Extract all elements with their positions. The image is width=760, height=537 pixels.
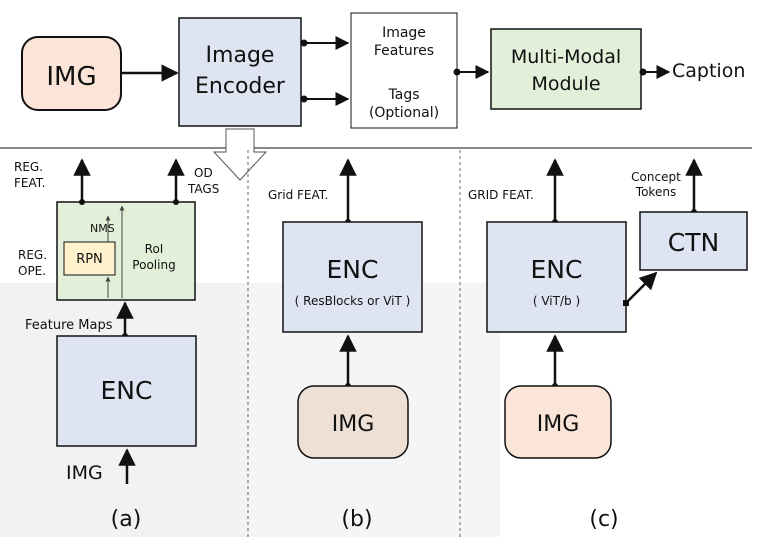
roi-line1: RoI [145,242,164,256]
concept-tokens-line1: Concept [631,170,681,184]
panel-b-caption: (b) [341,507,372,532]
reg-feat-line2: FEAT. [14,176,45,190]
enc-c-label: ENC [531,255,583,284]
image-encoder-line1: Image [206,43,275,68]
rpn-label: RPN [76,252,103,267]
img-c-box [504,385,612,459]
img-c-label: IMG [537,412,580,437]
enc-c-sublabel: ( ViT/b ) [533,294,580,308]
image-encoder-line2: Encoder [195,74,286,99]
grid-feat-b-label: Grid FEAT. [268,188,328,202]
caption-label: Caption [672,60,745,82]
enc-c-box [486,221,627,333]
arrow-enc-to-ctn [625,271,658,304]
expand-down-arrow [212,128,268,181]
nms-label: NMS [90,222,115,235]
image-encoder-box [178,17,302,127]
ctn-label: CTN [668,228,719,257]
top-img-label: IMG [46,62,96,92]
grid-feat-c-label: GRID FEAT. [468,188,534,202]
features-tags-box [350,12,458,129]
features-line1: Image [382,25,426,41]
multimodal-line1: Multi-Modal [511,46,621,68]
reg-feat-port [79,199,85,205]
features-line2: Features [374,43,434,59]
enc-a-label: ENC [101,376,153,405]
feature-maps-label: Feature Maps [25,318,113,333]
enc-b-label: ENC [327,255,379,284]
reg-feat-line1: REG. [14,160,43,174]
multimodal-line2: Module [531,73,600,95]
ctn-box [639,211,748,271]
reg-ope-line1: REG. [18,248,47,262]
enc-b-sublabel: ( ResBlocks or ViT ) [295,294,411,308]
enc-a-box [56,335,197,447]
panel-a-caption: (a) [111,507,142,532]
img-b-box [297,385,409,459]
img-b-label: IMG [332,412,375,437]
multimodal-module-box [490,28,642,110]
tags-line2: (Optional) [369,105,439,121]
od-tags-line1: OD [194,166,213,180]
tags-line1: Tags [388,87,420,103]
rpn-box [63,241,116,276]
od-tags-port [173,199,179,205]
concept-tokens-line2: Tokens [635,185,676,199]
enc-b-box [282,221,423,333]
reg-ope-line2: OPE. [18,264,46,278]
panel-c-caption: (c) [589,507,618,532]
roi-line2: Pooling [132,258,175,272]
img-a-label: IMG [66,462,103,484]
od-tags-line2: TAGS [187,182,219,196]
